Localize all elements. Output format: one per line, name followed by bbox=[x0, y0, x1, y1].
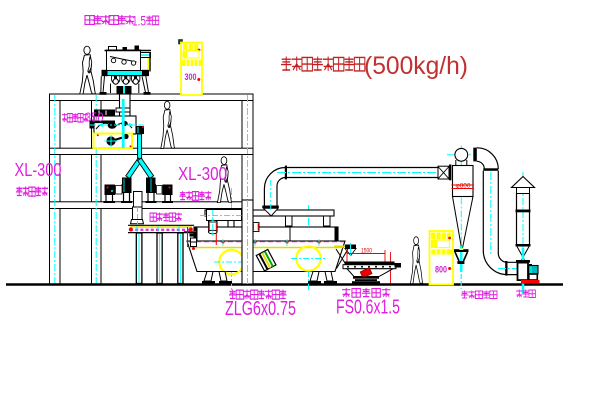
svg-text:800: 800 bbox=[435, 265, 447, 275]
svg-text:1500: 1500 bbox=[361, 249, 373, 255]
svg-text:(500kg/h): (500kg/h) bbox=[364, 52, 468, 80]
svg-text:XL-300: XL-300 bbox=[178, 164, 227, 184]
svg-text:φ800: φ800 bbox=[456, 183, 472, 189]
svg-text:300: 300 bbox=[185, 72, 197, 83]
svg-text:1.5: 1.5 bbox=[132, 14, 146, 29]
svg-text:ZLG6x0.75: ZLG6x0.75 bbox=[225, 298, 296, 320]
svg-text:FS0.6x1.5: FS0.6x1.5 bbox=[336, 297, 400, 319]
svg-text:XL-300: XL-300 bbox=[15, 160, 62, 180]
svg-text:350: 350 bbox=[85, 110, 104, 125]
